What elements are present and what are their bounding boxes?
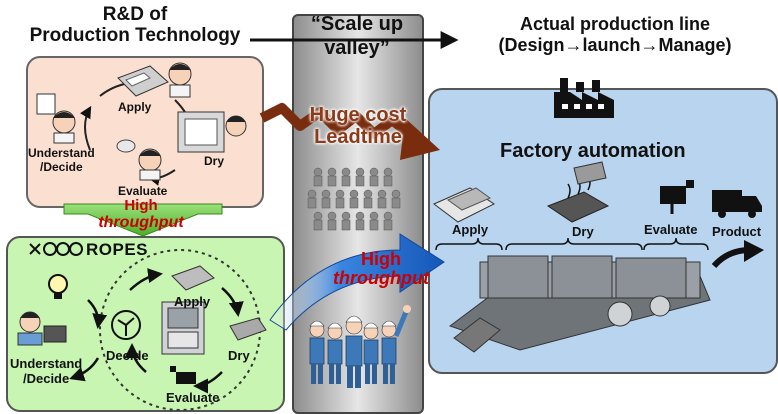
green-down-arrow xyxy=(63,203,223,237)
ropes-person-laptop-icon xyxy=(17,311,67,346)
cost-squiggle-arrow xyxy=(259,103,414,139)
ropes-apply-label: Apply xyxy=(174,294,211,309)
fa-truck-icon xyxy=(712,190,762,218)
rd-title-line2: Production Technology xyxy=(29,25,241,46)
huge-cost-line1: Huge cost xyxy=(309,104,407,126)
rd-evaluate-label: Evaluate xyxy=(118,184,168,198)
ropes-brain-icon xyxy=(111,310,141,340)
rd-title-line1: R&D of xyxy=(102,4,168,25)
valley-title: “Scale up valley” xyxy=(292,12,422,60)
rd-understand-icon xyxy=(36,93,76,144)
product-curve-arrow-head xyxy=(744,240,764,262)
rd-evaluate-icon xyxy=(116,139,162,181)
ropes-cycle-arrows xyxy=(69,268,244,394)
worker-team-icon xyxy=(309,305,411,388)
ropes-understand-label: Understand /Decide xyxy=(10,356,82,386)
rd-dry-label: Dry xyxy=(204,154,225,168)
rd-person-top-icon xyxy=(168,62,192,98)
ropes-understand-line2: /Decide xyxy=(22,371,70,386)
huge-cost-line2: Leadtime xyxy=(314,126,402,148)
valley-title-line1: “Scale up xyxy=(310,13,404,35)
fa-apply-label: Apply xyxy=(452,222,489,237)
rd-understand-line2: /Decide xyxy=(40,160,83,174)
rd-person-right-icon xyxy=(225,115,247,137)
fa-camera-icon xyxy=(660,180,694,214)
ropes-dry-icon xyxy=(229,317,267,341)
green-high-throughput-text: High throughput xyxy=(80,197,202,231)
rd-dry-oven-icon xyxy=(177,111,225,153)
fa-stage-braces xyxy=(435,237,709,251)
valley-high-label: High xyxy=(361,249,401,269)
ropes-apply-icon xyxy=(171,265,215,291)
ropes-dry-label: Dry xyxy=(228,348,250,363)
ropes-machine-icon xyxy=(161,301,205,355)
fa-dry-label: Dry xyxy=(572,224,594,239)
production-line-machine xyxy=(448,255,711,353)
valley-throughput-label: throughput xyxy=(333,268,429,288)
ropes-decide-label: Decide xyxy=(106,348,149,363)
rd-understand-label: Understand /Decide xyxy=(28,146,95,174)
ropes-evaluate-label: Evaluate xyxy=(166,390,220,405)
fa-product-label: Product xyxy=(712,224,762,239)
production-title-line1: Actual production line xyxy=(519,14,710,34)
production-title: Actual production line (Design→launch→Ma… xyxy=(460,14,770,56)
production-title-line2: (Design→launch→Manage) xyxy=(498,35,732,55)
fa-evaluate-label: Evaluate xyxy=(644,222,698,237)
valley-high-throughput-text: High throughput xyxy=(326,250,436,288)
ropes-logo-text: ROPES xyxy=(86,240,149,259)
valley-title-line2: valley” xyxy=(324,37,390,59)
rd-apply-icon xyxy=(117,65,169,97)
rd-apply-label: Apply xyxy=(118,100,152,114)
factory-automation-title: Factory automation xyxy=(500,140,686,162)
green-high-label: High xyxy=(124,197,158,214)
huge-cost-text: Huge cost Leadtime xyxy=(296,104,420,148)
ropes-understand-line1: Understand xyxy=(10,356,83,371)
fa-dry-icon xyxy=(546,161,610,223)
factory-icon xyxy=(554,78,614,118)
fa-apply-icon xyxy=(433,187,495,223)
rd-understand-line1: Understand xyxy=(28,146,95,160)
factory-windows xyxy=(562,104,604,109)
green-throughput-label: throughput xyxy=(98,214,184,231)
ropes-camera-icon xyxy=(170,366,196,384)
worker-crowd-icon xyxy=(307,167,401,231)
ropes-lightbulb-icon xyxy=(48,274,68,299)
ropes-logo-mark xyxy=(29,242,83,256)
cost-arrow-head xyxy=(400,118,440,160)
rd-title: R&D of Production Technology xyxy=(20,4,250,46)
high-throughput-blue-arrow xyxy=(269,233,445,331)
